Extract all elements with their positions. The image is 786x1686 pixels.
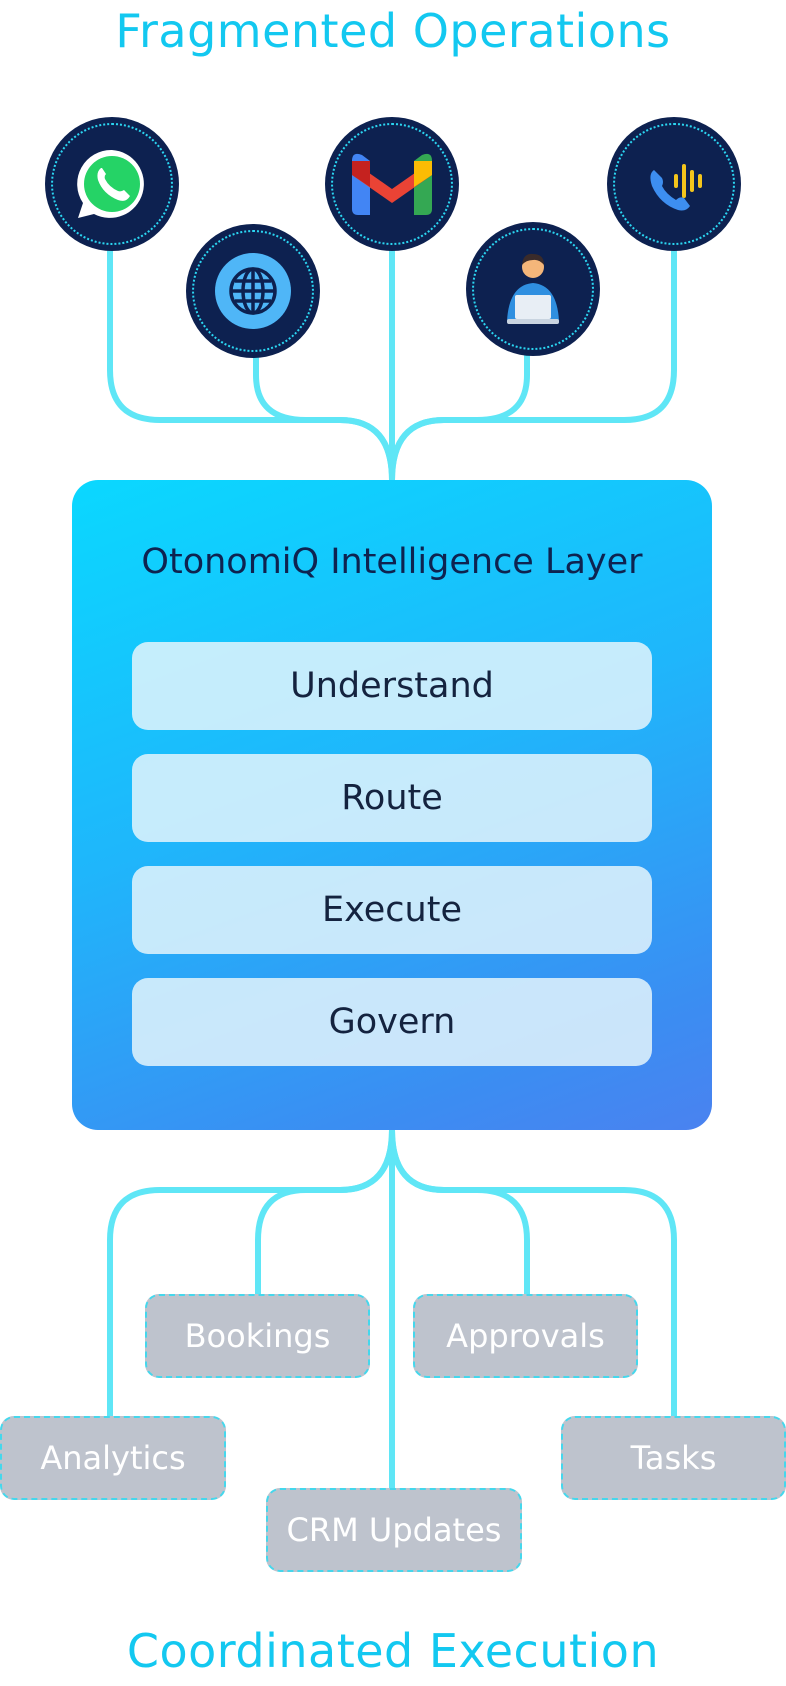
bottom-title: Coordinated Execution: [126, 1624, 660, 1678]
step-execute: Execute: [132, 866, 652, 954]
top-title: Fragmented Operations: [115, 4, 671, 58]
outcome-approvals: Approvals: [413, 1294, 638, 1378]
globe-icon-circle: [189, 227, 317, 355]
voice-call-icon: [650, 164, 702, 211]
outcome-bookings: Bookings: [145, 1294, 370, 1378]
gmail-icon: [352, 153, 432, 215]
agent-icon-circle: [469, 225, 597, 353]
connector-tasks: [389, 1127, 677, 1423]
outcome-analytics: Analytics: [0, 1416, 226, 1500]
gmail-icon-circle: [328, 120, 456, 248]
step-route: Route: [132, 754, 652, 842]
agent-icon: [507, 253, 559, 324]
connector-approvals: [389, 1127, 530, 1301]
whatsapp-icon-circle: [48, 120, 176, 248]
connector-agent: [389, 349, 530, 483]
connector-web: [253, 351, 395, 483]
connector-bookings: [255, 1127, 395, 1301]
outcome-tasks: Tasks: [561, 1416, 786, 1500]
step-govern: Govern: [132, 978, 652, 1066]
globe-icon: [215, 253, 291, 329]
connector-voice: [389, 245, 677, 483]
intelligence-layer: OtonomiQ Intelligence Layer Understand R…: [72, 480, 712, 1130]
voice-call-icon-circle: [610, 120, 738, 248]
layer-title: OtonomiQ Intelligence Layer: [141, 542, 643, 582]
step-understand: Understand: [132, 642, 652, 730]
outcome-crm-updates: CRM Updates: [266, 1488, 522, 1572]
whatsapp-icon: [77, 149, 144, 218]
